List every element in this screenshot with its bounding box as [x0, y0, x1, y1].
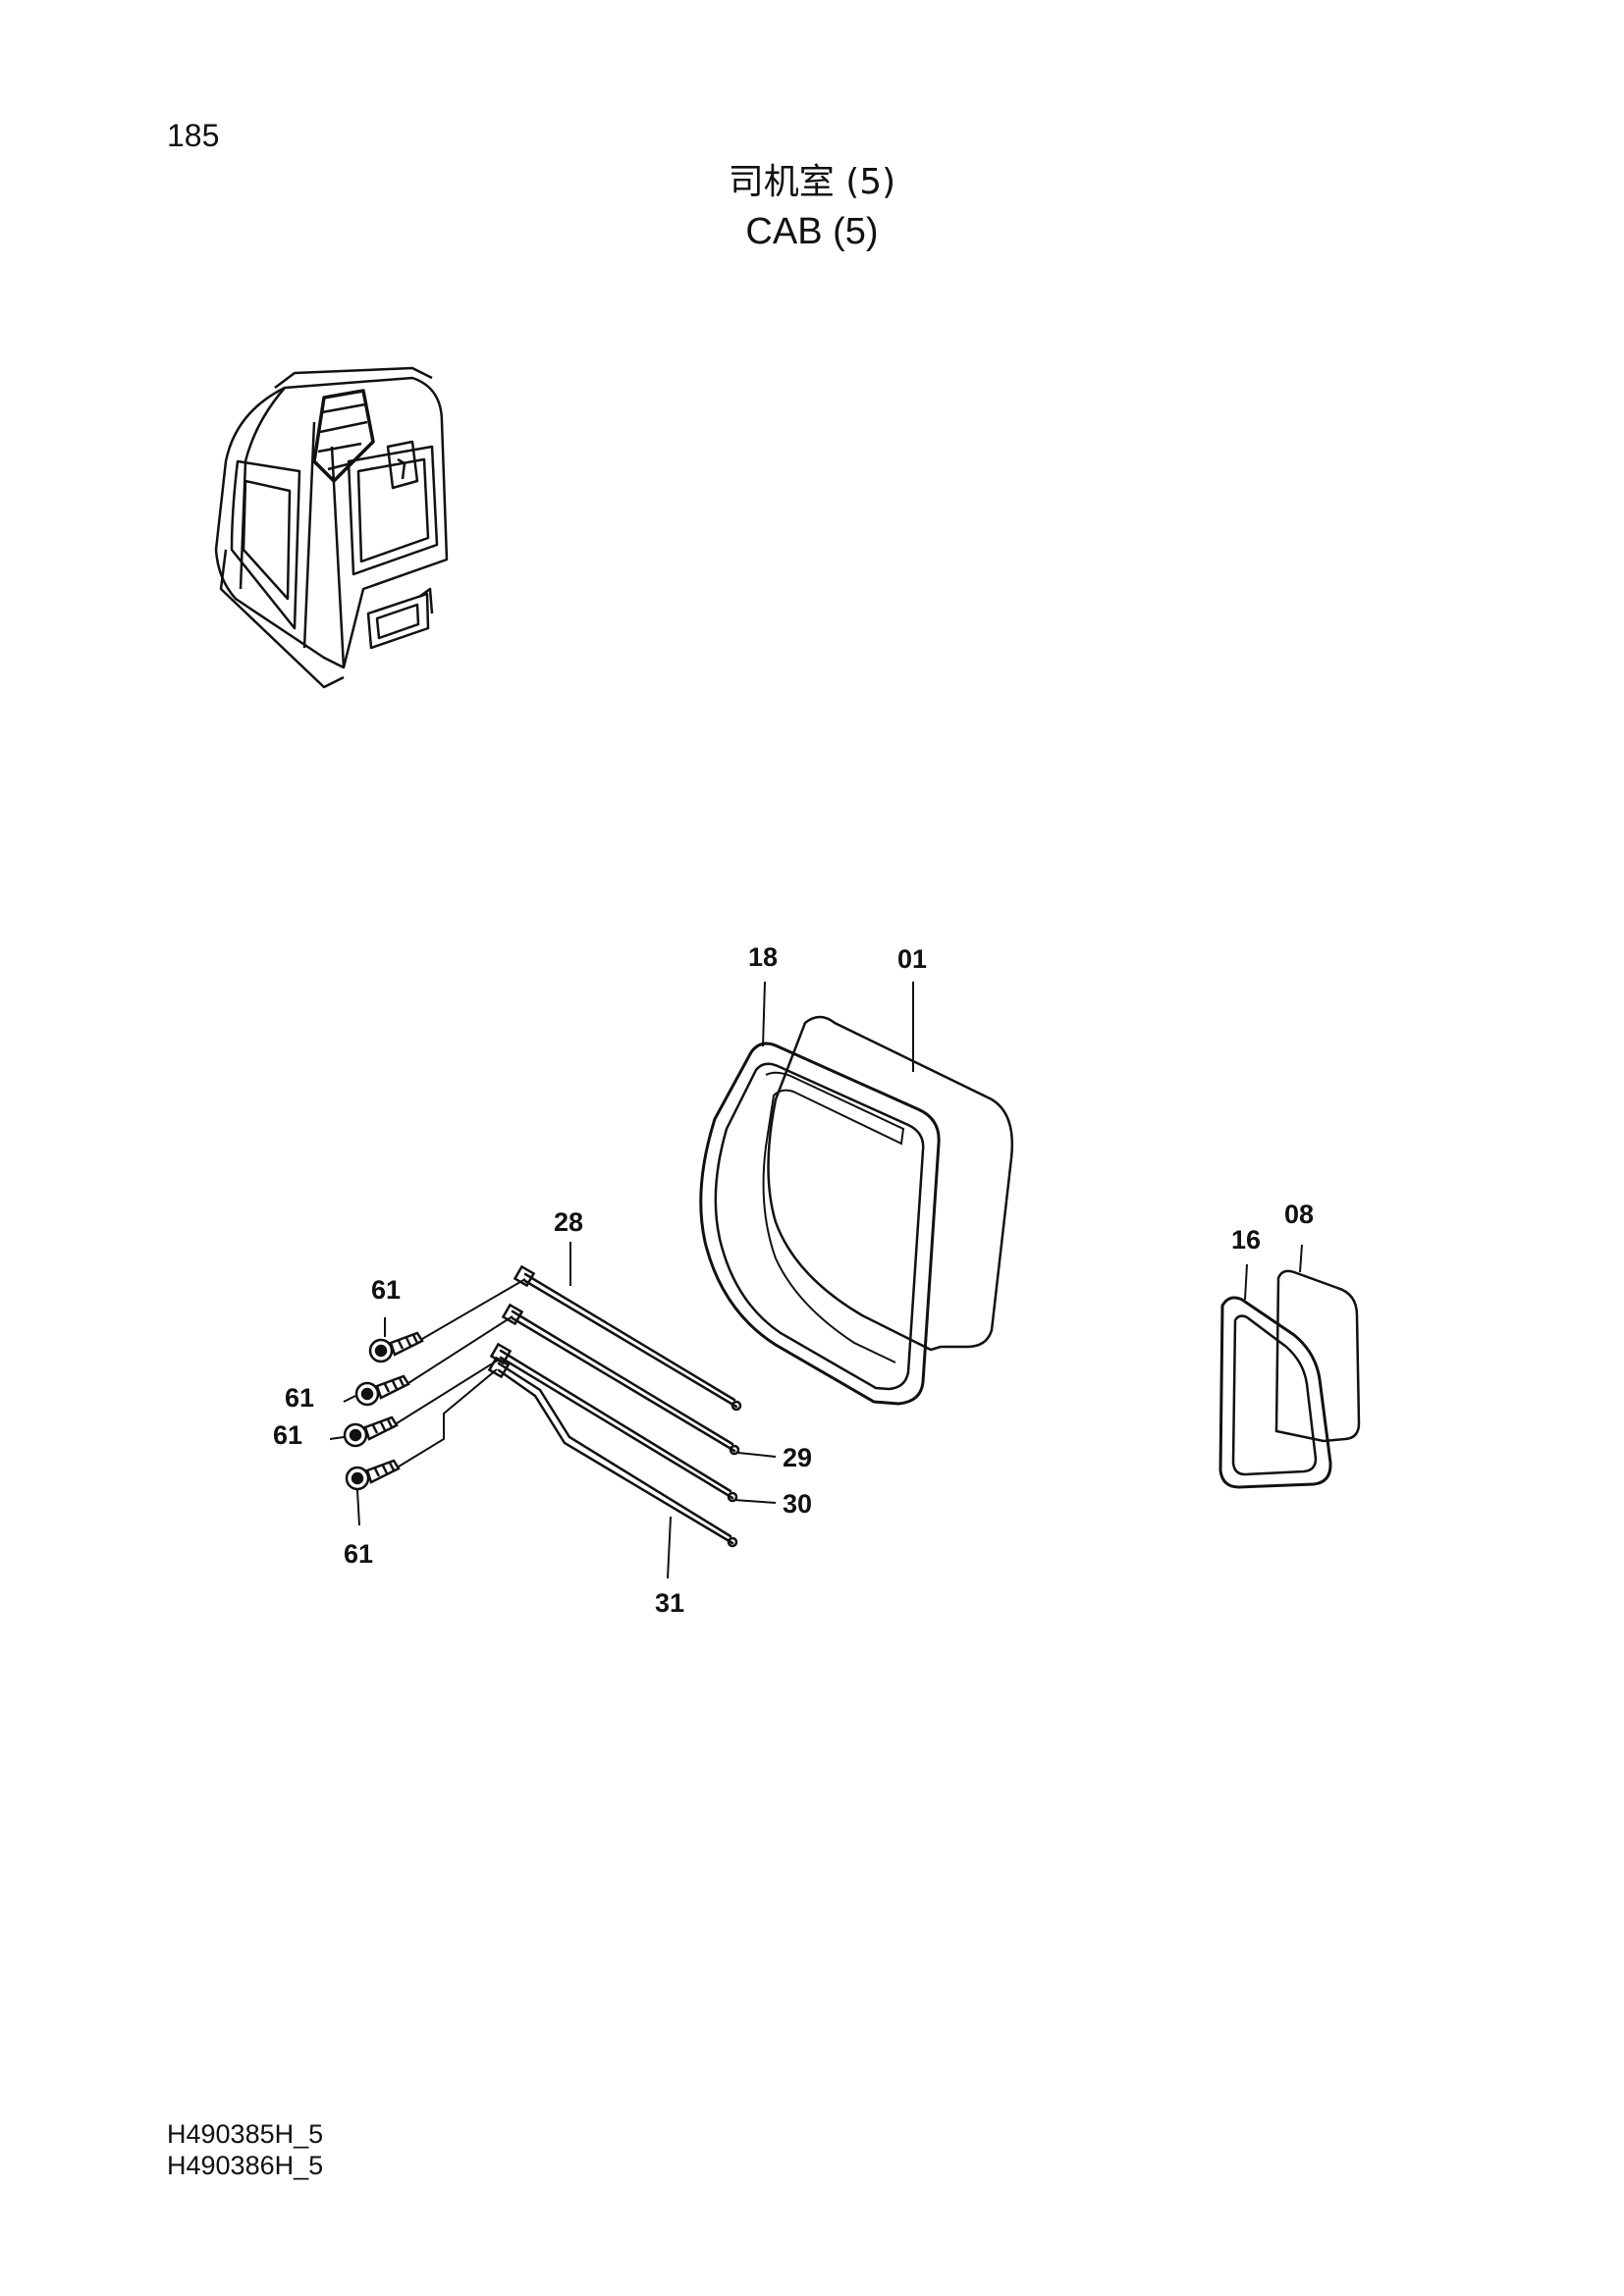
title-english: CAB (5): [745, 211, 879, 252]
callout-08: 08: [1284, 1200, 1314, 1229]
leader-lines: [329, 981, 1303, 1579]
callout-61-top: 61: [371, 1275, 401, 1305]
bolt-3: [343, 1415, 399, 1448]
callout-61-third: 61: [273, 1420, 302, 1450]
part-31-rod: [497, 1368, 734, 1545]
bolt-4: [345, 1459, 401, 1491]
part-18-weatherstrip: [699, 1041, 941, 1406]
part-30-rod: [499, 1356, 734, 1500]
part-codes: H490385H_5 H490386H_5: [167, 2118, 323, 2181]
part-18-weatherstrip-inner: [714, 1062, 925, 1391]
callout-30: 30: [783, 1489, 812, 1519]
part-29-rod: [511, 1316, 736, 1453]
rod-assemblies: [487, 1264, 742, 1548]
part-61-bolts: [343, 1331, 424, 1491]
part-code: H490385H_5: [167, 2119, 324, 2149]
callout-61-bottom: 61: [344, 1539, 373, 1569]
bolt-2: [354, 1374, 410, 1407]
callout-01: 01: [897, 944, 927, 974]
title-chinese: 司机室 (5): [728, 162, 896, 202]
part-16-small-seal: [1218, 1296, 1332, 1489]
part-18-inner-edge: [762, 1071, 905, 1363]
callout-31: 31: [655, 1588, 684, 1618]
part-28-rod: [523, 1279, 738, 1409]
part-01-glass-pane: [767, 1015, 1013, 1352]
callout-16: 16: [1231, 1225, 1261, 1255]
callout-61-second: 61: [285, 1383, 314, 1413]
part-16-small-seal-inner: [1231, 1314, 1318, 1476]
part-code: H490386H_5: [167, 2151, 324, 2180]
callout-28: 28: [554, 1207, 583, 1237]
page-number: 185: [167, 118, 220, 153]
page-title: 司机室 (5) CAB (5): [0, 159, 1624, 257]
cab-overview-illustration: [214, 366, 449, 689]
bolt-1: [368, 1331, 424, 1363]
callout-18: 18: [748, 942, 778, 972]
part-08-small-glass: [1274, 1269, 1361, 1443]
callout-29: 29: [783, 1443, 812, 1472]
